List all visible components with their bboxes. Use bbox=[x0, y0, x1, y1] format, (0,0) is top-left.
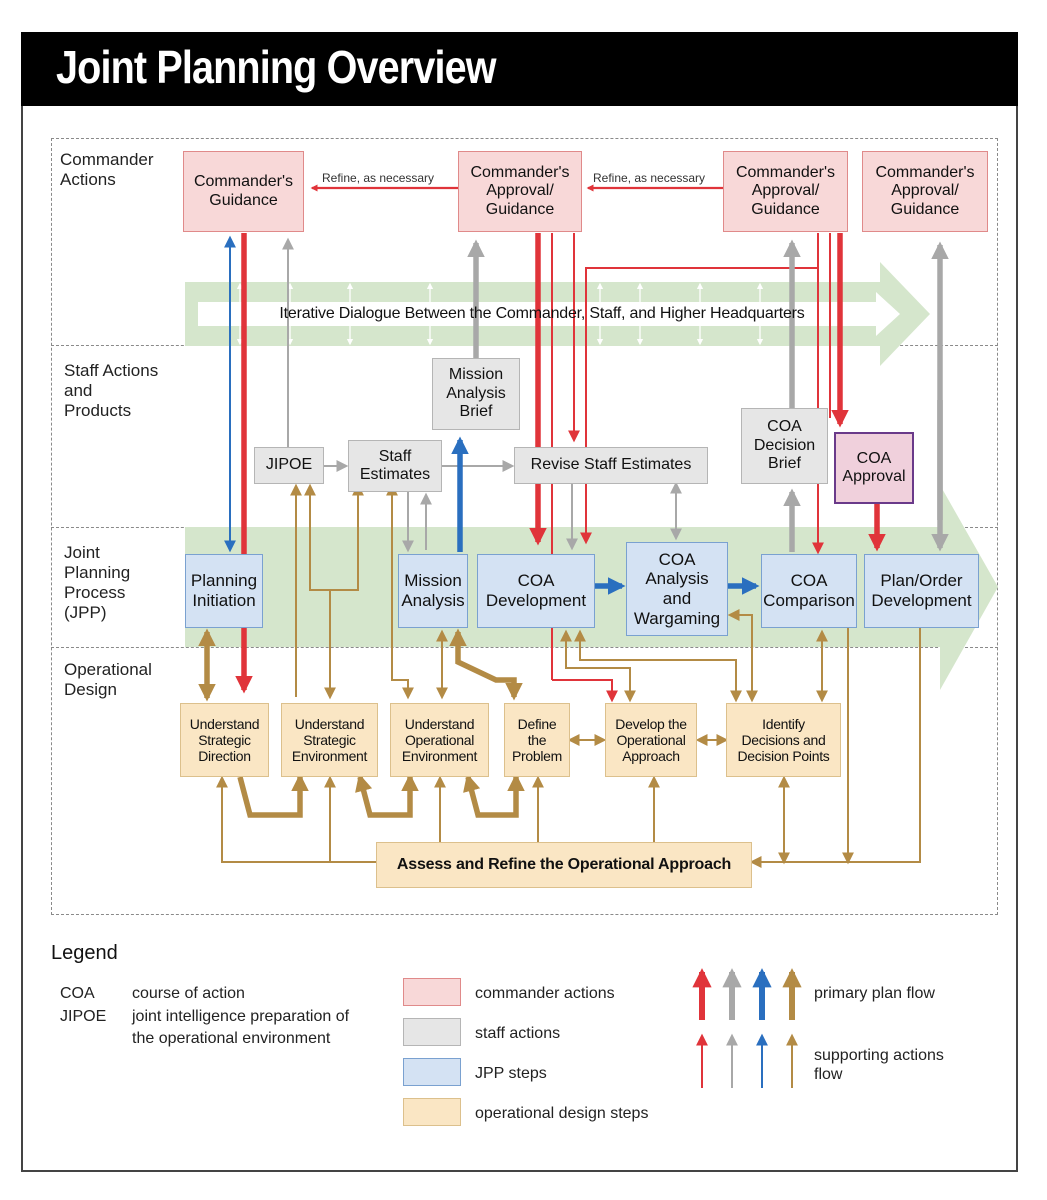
row-label-staff: Staff Actions and Products bbox=[64, 361, 159, 420]
legend-supporting-flow-label: supporting actions flow bbox=[814, 1047, 944, 1083]
mission-analysis-brief-box: Mission Analysis Brief bbox=[432, 358, 520, 430]
legend-def-jipoe: joint intelligence preparation of the op… bbox=[132, 1008, 350, 1047]
legend-swatch-staff bbox=[403, 1018, 461, 1046]
jipoe-box: JIPOE bbox=[254, 447, 324, 484]
iterative-dialogue-label: Iterative Dialogue Between the Commander… bbox=[279, 304, 805, 322]
jpp-flows bbox=[224, 235, 760, 595]
row-divider-operational bbox=[51, 647, 998, 648]
operational-flows bbox=[198, 483, 921, 868]
legend-term-jipoe: JIPOE bbox=[60, 1008, 107, 1025]
legend-label-jpp: JPP steps bbox=[475, 1065, 547, 1082]
revise-staff-estimates-box: Revise Staff Estimates bbox=[514, 447, 708, 484]
diagram-border bbox=[51, 138, 998, 915]
legend-supporting-arrows bbox=[696, 1033, 798, 1088]
coa-development-box: COA Development bbox=[477, 554, 595, 628]
mission-analysis-box: Mission Analysis bbox=[398, 554, 468, 628]
commanders-guidance-box: Commander's Guidance bbox=[183, 151, 304, 232]
legend-primary-flow-label: primary plan flow bbox=[814, 985, 935, 1002]
planning-initiation-box: Planning Initiation bbox=[185, 554, 263, 628]
row-label-commander: Commander Actions bbox=[60, 150, 154, 189]
dialogue-ticks bbox=[236, 282, 764, 346]
identify-decisions-box: Identify Decisions and Decision Points bbox=[726, 703, 841, 777]
legend-label-operational: operational design steps bbox=[475, 1105, 649, 1122]
develop-operational-approach-box: Develop the Operational Approach bbox=[605, 703, 697, 777]
legend-primary-arrows bbox=[692, 968, 802, 1020]
commanders-approval-box-1: Commander's Approval/ Guidance bbox=[458, 151, 582, 232]
legend-swatch-operational bbox=[403, 1098, 461, 1126]
row-label-jpp: Joint Planning Process (JPP) bbox=[64, 543, 131, 622]
legend-title: Legend bbox=[51, 942, 118, 964]
row-label-operational: Operational Design bbox=[64, 660, 152, 699]
commanders-approval-box-2: Commander's Approval/ Guidance bbox=[723, 151, 848, 232]
legend-label-staff: staff actions bbox=[475, 1025, 561, 1042]
refine-note-1: Refine, as necessary bbox=[322, 171, 435, 185]
commanders-approval-box-3: Commander's Approval/ Guidance bbox=[862, 151, 988, 232]
legend-term-coa: COA bbox=[60, 985, 95, 1002]
legend-def-coa: course of action bbox=[132, 985, 245, 1002]
dialogue-inner-arrow bbox=[198, 292, 900, 336]
define-the-problem-box: Define the Problem bbox=[504, 703, 570, 777]
title-bar bbox=[21, 32, 1018, 106]
understand-strategic-environment-box: Understand Strategic Environment bbox=[281, 703, 378, 777]
refine-note-2: Refine, as necessary bbox=[593, 171, 706, 185]
legend-swatch-jpp bbox=[403, 1058, 461, 1086]
understand-operational-environment-box: Understand Operational Environment bbox=[390, 703, 489, 777]
plan-order-development-box: Plan/Order Development bbox=[864, 554, 979, 628]
coa-comparison-box: COA Comparison bbox=[761, 554, 857, 628]
page-title: Joint Planning Overview bbox=[56, 41, 497, 93]
staff-estimates-box: Staff Estimates bbox=[348, 440, 442, 492]
assess-refine-approach-box: Assess and Refine the Operational Approa… bbox=[376, 842, 752, 888]
legend-label-commander: commander actions bbox=[475, 985, 615, 1002]
understand-strategic-direction-box: Understand Strategic Direction bbox=[180, 703, 269, 777]
coa-analysis-box: COA Analysis and Wargaming bbox=[626, 542, 728, 636]
coa-approval-box: COA Approval bbox=[834, 432, 914, 504]
coa-decision-brief-box: COA Decision Brief bbox=[741, 408, 828, 484]
legend-swatch-commander bbox=[403, 978, 461, 1006]
